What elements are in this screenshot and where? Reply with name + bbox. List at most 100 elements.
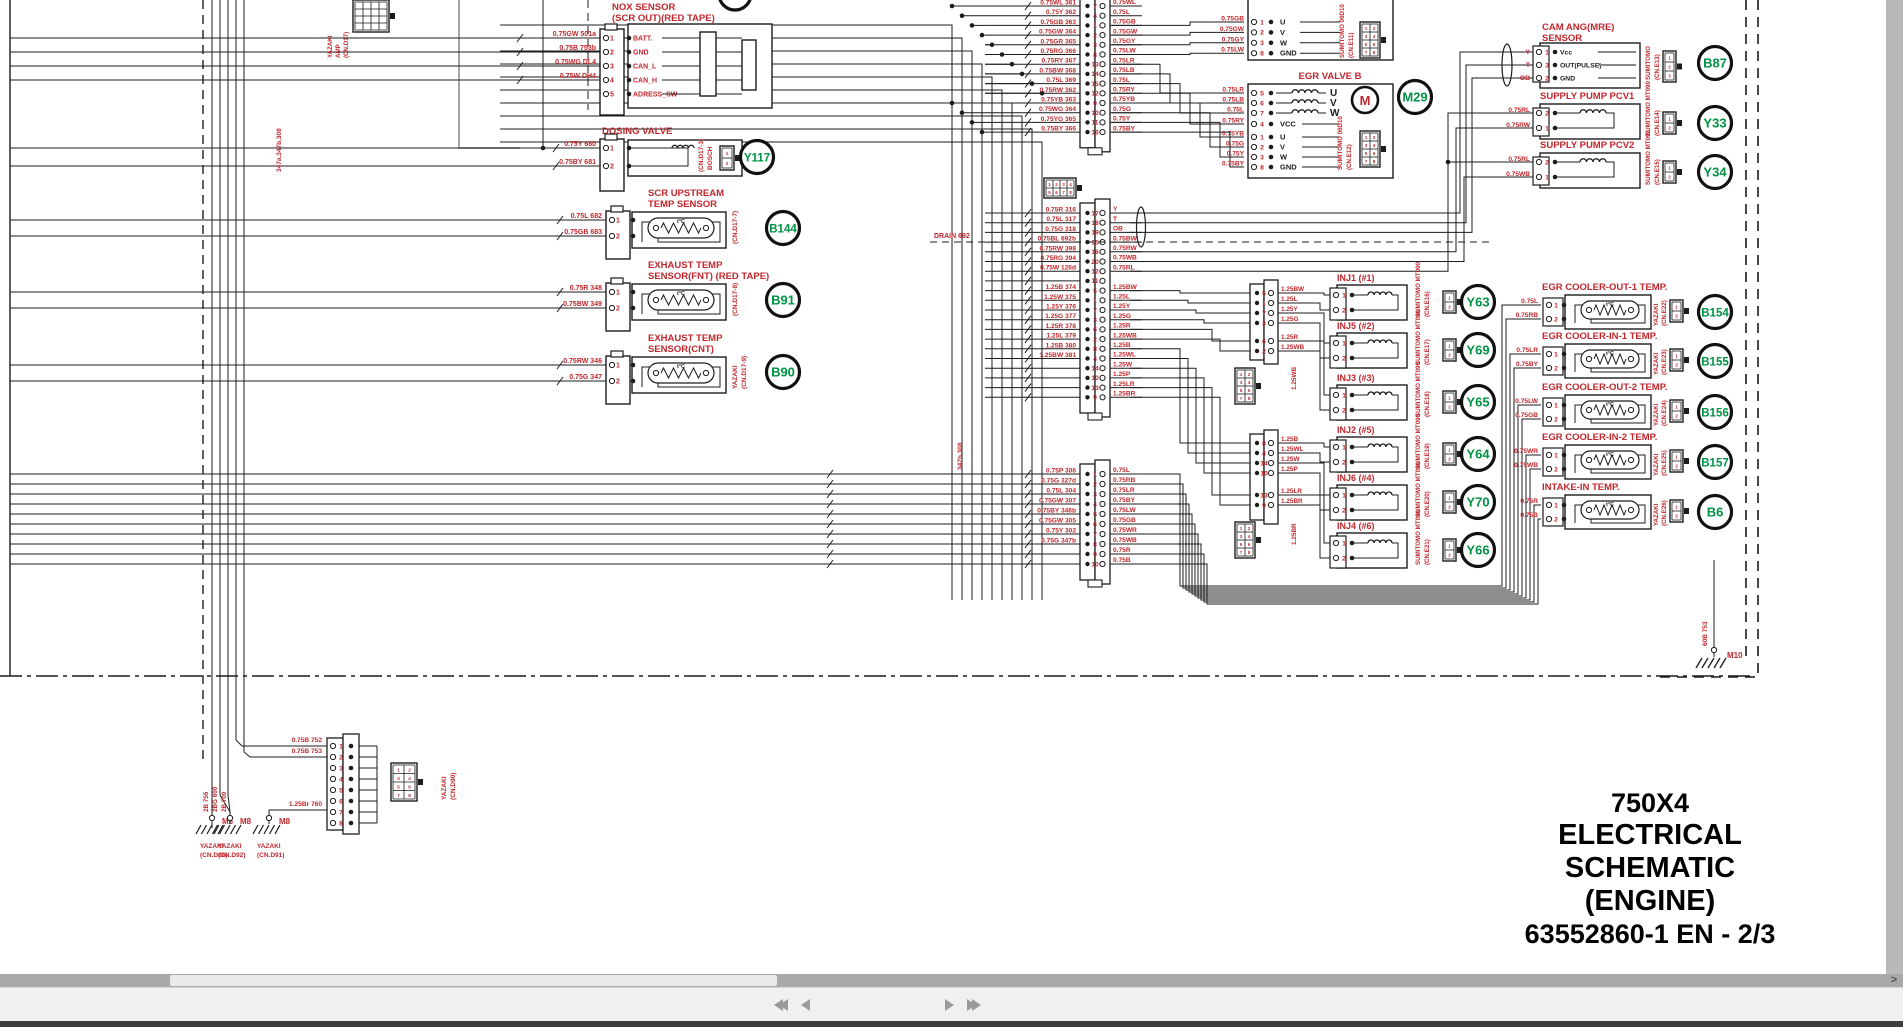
connector-label: SUMITOMO MT090 (1645, 130, 1652, 185)
wire (500, 103, 1012, 600)
grid-pin-number: 2 (1668, 175, 1671, 180)
grid-pin-number: 6 (1055, 190, 1058, 195)
pin-number: 1 (1545, 125, 1549, 132)
pin-number: 5 (1093, 288, 1097, 295)
wire-label: 0.75L 304 (1046, 488, 1076, 495)
first-page-button[interactable] (770, 992, 792, 1018)
grid-pin-number: 3 (397, 776, 400, 781)
ref-label: Y66 (1466, 543, 1489, 558)
grid-pin-number: 6 (1248, 542, 1251, 547)
pin-socket (1100, 561, 1105, 566)
junction-dot (1562, 317, 1567, 322)
horizontal-scrollbar[interactable]: > (0, 974, 1903, 987)
scroll-right-arrow-icon[interactable]: > (1887, 974, 1901, 987)
wire-label: 1.25W (1281, 456, 1300, 463)
next-page-button[interactable] (940, 992, 958, 1018)
previous-page-button[interactable] (796, 992, 814, 1018)
pin-number: 1 (1093, 23, 1097, 30)
wire-label: 1.25R (1281, 334, 1298, 341)
pin-socket (1546, 402, 1551, 407)
junction-dot (1269, 145, 1274, 150)
pin-socket (330, 787, 335, 792)
grid-pin-number: 6 (1373, 151, 1376, 156)
junction-dot (349, 755, 354, 760)
ref-label: Y64 (1466, 447, 1490, 462)
pin-socket (1251, 40, 1256, 45)
connector-label: BOSCH (707, 146, 714, 170)
pin-socket (1251, 144, 1256, 149)
wire-label: 0.75BY 366 (1041, 126, 1076, 133)
wire (1316, 443, 1330, 447)
pin-socket (653, 225, 658, 230)
pin-socket (330, 765, 335, 770)
pin-socket (1268, 440, 1273, 445)
ref-label: Y69 (1466, 343, 1489, 358)
wire-label: 0.75GB 363 (1040, 19, 1076, 26)
pin-number: 7 (1093, 3, 1097, 10)
pin-number: 10 (1091, 561, 1099, 568)
wire (1130, 349, 1250, 443)
connector-grid-icon: 12 (1670, 500, 1689, 522)
junction-dot (349, 744, 354, 749)
connector-grid-icon: 12 (1663, 161, 1682, 183)
pdf-toolbar: < (0, 987, 1903, 1022)
wire (1720, 658, 1726, 668)
grid-pin-number: 4 (1248, 380, 1251, 385)
title-doc-type: ELECTRICAL SCHEMATIC (1475, 819, 1825, 885)
wire-label: 0.75WR (1514, 448, 1538, 455)
wire (207, 825, 212, 834)
junction-dot (1269, 135, 1274, 140)
wire-label: 0.75RG 366 (1040, 48, 1076, 55)
connector-grid-icon: 12 (1443, 491, 1462, 513)
junction-dot (1350, 393, 1355, 398)
grid-pin-number: 2 (1448, 353, 1451, 358)
ref-label: Y33 (1703, 116, 1726, 131)
last-page-button[interactable] (962, 992, 986, 1018)
pin-socket (603, 163, 608, 168)
pin-number: 2 (1342, 355, 1346, 362)
pin-number: 16 (1091, 249, 1099, 256)
pin-socket (653, 297, 658, 302)
component-title: TEMP SENSOR (648, 199, 717, 210)
pin-socket (1628, 407, 1633, 412)
junction-dot (1350, 356, 1355, 361)
ref-B144: B144 (767, 212, 800, 245)
vertical-scrollbar[interactable] (1886, 0, 1903, 974)
ref-B87: B87 (1699, 47, 1732, 80)
pin-socket (609, 362, 614, 367)
pin-number: 2 (1342, 407, 1346, 414)
connector-label: (CN.E24) (1661, 400, 1668, 426)
ground-group-bottom-left: 2B 7552BG 6002B 700M8YAZAKI(CN.D88)M8YAZ… (196, 734, 457, 859)
pin-socket (1100, 278, 1105, 283)
wire (1696, 658, 1702, 668)
connector-grid-icon: 12345678 (1044, 178, 1082, 198)
pin-socket (1333, 507, 1338, 512)
grid-pin-number: 1 (1448, 344, 1451, 349)
box (1543, 347, 1563, 375)
wire-label: 0.75YB (1113, 96, 1135, 103)
wire-label: 0.75GB (1113, 517, 1136, 524)
signal-label: OUT(PULSE) (1560, 63, 1602, 70)
wire-label: 0.75WL 361 (1040, 0, 1076, 7)
pin-number: 3 (339, 765, 343, 772)
pin-number: 2 (1545, 159, 1549, 166)
connector-label: YAZAKI (1653, 303, 1660, 326)
pin-number: 8 (1093, 346, 1097, 353)
wire-label: 1.25B 380 (1046, 342, 1077, 349)
pin-number: 2 (616, 234, 620, 241)
wire-label: 0.75BY (1516, 361, 1539, 368)
wire-label: 0.75RB (1113, 477, 1136, 484)
pin-number: 2 (1093, 32, 1097, 39)
grid-pin-number: 4 (1069, 182, 1072, 187)
ref-label: Y65 (1466, 395, 1489, 410)
pin-socket (1546, 416, 1551, 421)
pin-socket (1100, 346, 1105, 351)
component-B157-temp: EGR COOLER-IN-2 TEMP.t°C0.75WR10.75WB2YA… (1514, 432, 1731, 479)
wire-label: 0.75L (1113, 9, 1130, 16)
wire (1316, 341, 1330, 395)
junction-dot (1553, 111, 1558, 116)
connector-grid-icon: 123 (1663, 51, 1682, 82)
wire-label: 0.75WB (1113, 537, 1137, 544)
junction-dot (1350, 341, 1355, 346)
horizontal-scrollbar-thumb[interactable] (170, 975, 777, 986)
